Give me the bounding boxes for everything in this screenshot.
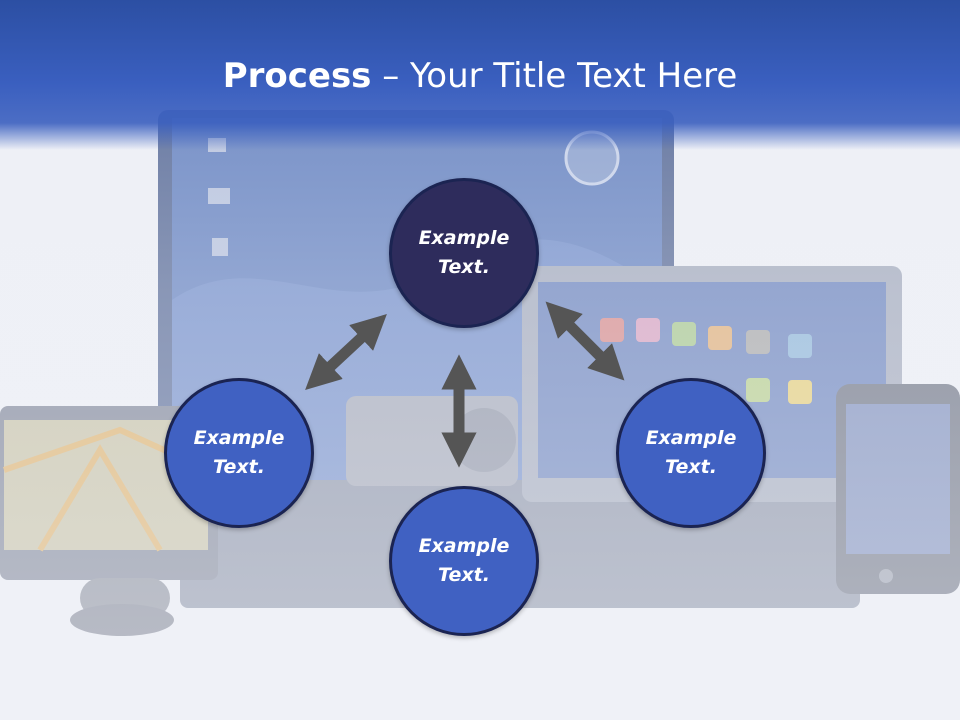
process-step-left: Example Text. xyxy=(164,378,314,528)
step-top-text: Example Text. xyxy=(418,227,510,278)
arrow-top-left xyxy=(305,314,387,390)
process-step-top: Example Text. xyxy=(389,178,539,328)
slide-title: Process – Your Title Text Here xyxy=(0,54,960,98)
step-left-text: Example Text. xyxy=(193,427,285,478)
step-bottom-text: Example Text. xyxy=(418,535,510,586)
process-step-right: Example Text. xyxy=(616,378,766,528)
header-band xyxy=(0,0,960,150)
title-rest: – Your Title Text Here xyxy=(371,56,738,96)
arrow-top-right xyxy=(545,301,625,381)
process-step-bottom: Example Text. xyxy=(389,486,539,636)
title-bold: Process xyxy=(222,56,372,96)
step-right-text: Example Text. xyxy=(645,427,737,478)
